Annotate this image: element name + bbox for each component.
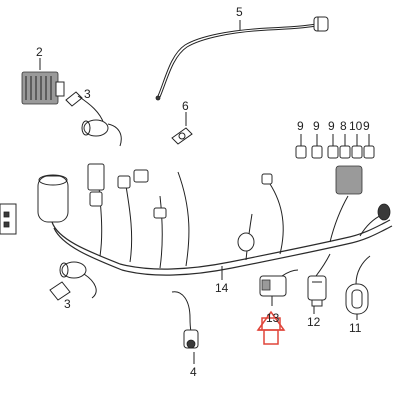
callout-9d: 9 [363, 119, 370, 133]
part-13-highlight-arrow [256, 310, 286, 345]
callout-8: 8 [340, 119, 347, 133]
callout-13: 13 [266, 311, 280, 325]
callout-2: 2 [36, 45, 43, 59]
part-14-main-harness[interactable] [51, 163, 393, 276]
callout-3-lower: 3 [64, 297, 71, 311]
callout-11: 11 [349, 321, 362, 335]
callout-4: 4 [190, 365, 197, 379]
part-3-upper-cap[interactable] [65, 91, 122, 147]
callout-10: 10 [349, 119, 363, 133]
left-edge-connector[interactable] [0, 203, 17, 235]
callout-12: 12 [307, 315, 321, 329]
callout-5: 5 [236, 5, 243, 19]
part-13-connector[interactable] [259, 269, 299, 306]
part-2-regulator[interactable] [21, 71, 65, 105]
callout-9c: 9 [328, 119, 335, 133]
callout-14: 14 [215, 281, 229, 295]
part-11-horn[interactable] [345, 255, 371, 315]
part-5-cable[interactable] [155, 16, 329, 101]
part-12-switch[interactable] [307, 253, 331, 307]
part-6-sensor[interactable] [171, 127, 193, 145]
left-canister[interactable] [37, 174, 69, 223]
callout-6: 6 [182, 99, 189, 113]
callout-9a: 9 [297, 119, 304, 133]
part-3-lower-cap[interactable] [49, 261, 97, 301]
callout-3-upper: 3 [84, 87, 91, 101]
callout-9b: 9 [313, 119, 320, 133]
parts-9-8-10-connectors[interactable] [295, 134, 375, 159]
part-4-sensor-lead[interactable] [171, 291, 199, 349]
